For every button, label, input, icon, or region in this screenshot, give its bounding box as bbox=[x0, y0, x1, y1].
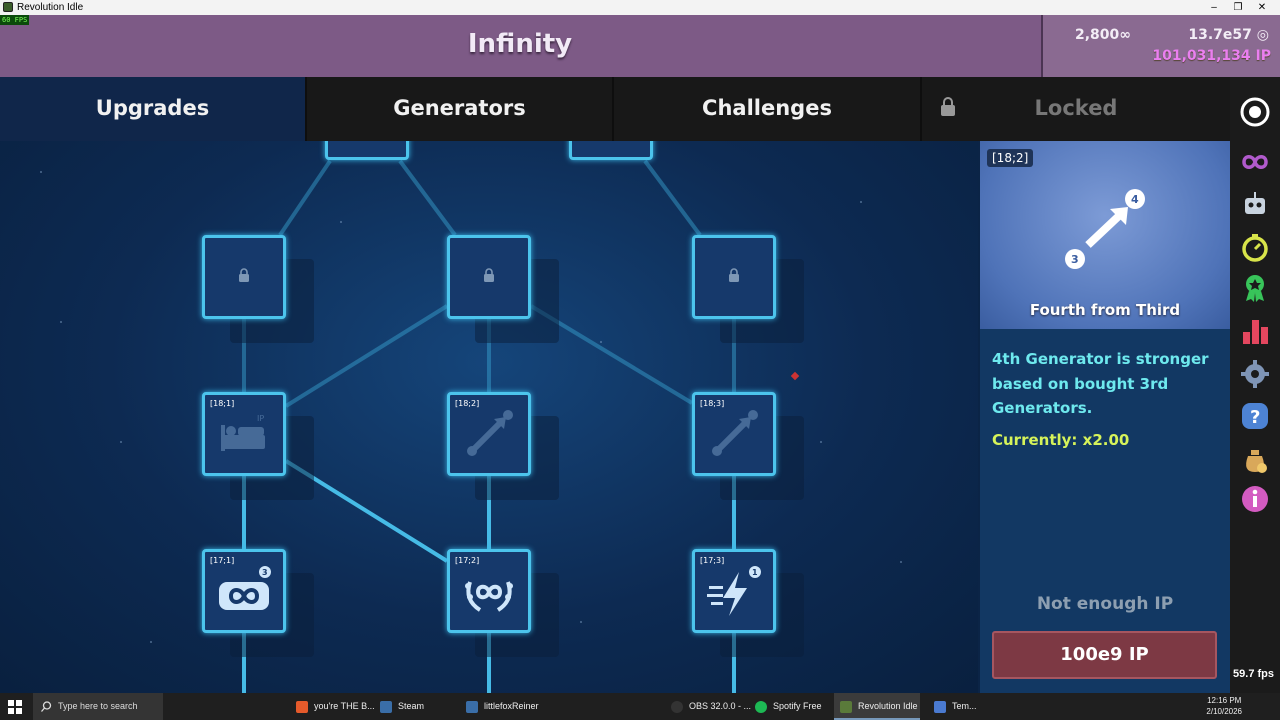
resource-panel: 2,800∞ 13.7e57 ◎ 101,031,134 IP bbox=[1041, 15, 1280, 77]
page-title: Infinity bbox=[467, 29, 573, 59]
windows-start-icon[interactable] bbox=[8, 700, 22, 714]
taskbar-item-temp[interactable]: Tem... bbox=[934, 693, 977, 720]
taskbar-search[interactable]: Type here to search bbox=[33, 693, 163, 720]
points-count: 13.7e57 ◎ bbox=[1188, 27, 1269, 43]
upgrade-node-18-2[interactable]: [18;2] bbox=[447, 392, 531, 476]
infinity-icon[interactable] bbox=[1240, 147, 1270, 177]
node-label: [18;2] bbox=[455, 399, 480, 408]
upgrade-node-locked[interactable] bbox=[447, 235, 531, 319]
settings-icon[interactable] bbox=[1240, 359, 1270, 389]
robot-icon[interactable] bbox=[1240, 189, 1270, 219]
node-label: [17;2] bbox=[455, 556, 480, 565]
stats-icon[interactable] bbox=[1240, 316, 1270, 346]
taskbar-item-spotify[interactable]: Spotify Free bbox=[755, 693, 822, 720]
target-icon: ◎ bbox=[1256, 27, 1269, 43]
upgrade-node-17-2[interactable]: [17;2] bbox=[447, 549, 531, 633]
upgrade-preview: [18;2] 3 4 Fourth from Third bbox=[980, 141, 1230, 329]
purchase-status: Not enough IP bbox=[1036, 594, 1174, 614]
target-icon[interactable] bbox=[1240, 97, 1270, 127]
info-icon[interactable] bbox=[1240, 484, 1270, 514]
tab-generators[interactable]: Generators bbox=[307, 77, 614, 141]
svg-text:1: 1 bbox=[752, 568, 758, 577]
thermometer-icon bbox=[934, 700, 946, 713]
tab-upgrades[interactable]: Upgrades bbox=[0, 77, 307, 141]
lock-icon bbox=[940, 97, 956, 117]
lock-icon bbox=[728, 268, 740, 282]
upgrade-node-locked[interactable] bbox=[692, 235, 776, 319]
upgrade-node-locked[interactable] bbox=[202, 235, 286, 319]
tab-locked[interactable]: Locked bbox=[922, 77, 1230, 141]
upgrade-node-partial[interactable] bbox=[569, 141, 653, 160]
header: Infinity 2,800∞ 13.7e57 ◎ 101,031,134 IP bbox=[0, 15, 1280, 77]
steam-icon bbox=[466, 700, 478, 713]
infinity-points: 101,031,134 IP bbox=[1152, 48, 1271, 64]
taskbar: Type here to search you're THE B... Stea… bbox=[0, 693, 1280, 720]
tab-bar: Upgrades Generators Challenges Locked bbox=[0, 77, 1230, 141]
taskbar-item-obs[interactable]: OBS 32.0.0 - ... bbox=[671, 693, 751, 720]
node-label: [18;3] bbox=[700, 399, 725, 408]
buy-upgrade-button[interactable]: 100e9 IP bbox=[992, 631, 1217, 679]
taskbar-item-browser[interactable]: you're THE B... bbox=[296, 693, 375, 720]
brave-icon bbox=[296, 700, 308, 713]
lock-icon bbox=[483, 268, 495, 282]
app-icon bbox=[840, 700, 852, 713]
svg-text:?: ? bbox=[1250, 407, 1260, 428]
award-icon[interactable] bbox=[1240, 273, 1270, 303]
upgrade-tree[interactable]: [18;1] IP [18;2] [18;3] [17;1] 3 [17;2] … bbox=[0, 141, 978, 693]
upgrade-node-18-3[interactable]: [18;3] bbox=[692, 392, 776, 476]
search-placeholder: Type here to search bbox=[58, 701, 138, 711]
svg-text:3: 3 bbox=[262, 568, 268, 577]
svg-text:IP: IP bbox=[257, 414, 264, 423]
laurel-infinity-icon bbox=[465, 581, 513, 612]
node-label: [17;1] bbox=[210, 556, 235, 565]
money-bag-icon[interactable] bbox=[1240, 444, 1270, 474]
generator-arrow-icon bbox=[712, 410, 758, 456]
upgrade-name: Fourth from Third bbox=[1029, 301, 1181, 319]
window-titlebar: Revolution Idle – ❐ ✕ bbox=[0, 0, 1280, 15]
right-sidebar: ? bbox=[1230, 77, 1280, 693]
obs-icon bbox=[671, 700, 683, 713]
taskbar-item-revolution-idle[interactable]: Revolution Idle bbox=[834, 693, 920, 720]
window-title: Revolution Idle bbox=[17, 2, 84, 13]
bed-icon: IP bbox=[221, 414, 265, 451]
node-label: [18;1] bbox=[210, 399, 235, 408]
upgrade-id-tag: [18;2] bbox=[987, 149, 1034, 167]
upgrade-node-partial[interactable] bbox=[325, 141, 409, 160]
fps-badge: 60 FPS bbox=[0, 15, 30, 25]
lightning-icon: 1 bbox=[707, 566, 761, 616]
upgrade-node-17-3[interactable]: [17;3] 1 bbox=[692, 549, 776, 633]
upgrade-node-18-1[interactable]: [18;1] IP bbox=[202, 392, 286, 476]
svg-text:4: 4 bbox=[1131, 193, 1139, 206]
maximize-button[interactable]: ❐ bbox=[1233, 2, 1243, 13]
tab-challenges[interactable]: Challenges bbox=[614, 77, 922, 141]
steam-icon bbox=[380, 700, 392, 713]
stopwatch-icon[interactable] bbox=[1240, 232, 1270, 262]
close-button[interactable]: ✕ bbox=[1257, 2, 1267, 13]
upgrade-description: 4th Generator is stronger based on bough… bbox=[992, 350, 1209, 417]
upgrade-current-effect: Currently: x2.00 bbox=[992, 431, 1130, 449]
minimize-button[interactable]: – bbox=[1211, 2, 1217, 13]
app-icon bbox=[3, 2, 13, 12]
help-icon[interactable]: ? bbox=[1240, 401, 1270, 431]
infinity-box-icon: 3 bbox=[219, 566, 271, 610]
node-label: [17;3] bbox=[700, 556, 725, 565]
spotify-icon bbox=[755, 700, 767, 713]
infinities-count: 2,800∞ bbox=[1075, 27, 1131, 43]
fps-counter: 59.7 fps bbox=[1233, 668, 1274, 680]
svg-text:3: 3 bbox=[1071, 253, 1079, 266]
taskbar-item-steam-user[interactable]: littlefoxReiner bbox=[466, 693, 539, 720]
generator-arrow-icon bbox=[467, 410, 513, 456]
tab-locked-label: Locked bbox=[1034, 96, 1118, 120]
upgrade-detail-panel: [18;2] 3 4 Fourth from Third 4th Generat… bbox=[978, 141, 1230, 693]
upgrade-node-17-1[interactable]: [17;1] 3 bbox=[202, 549, 286, 633]
taskbar-item-steam[interactable]: Steam bbox=[380, 693, 424, 720]
generator-arrow-icon: 3 4 bbox=[1065, 189, 1145, 269]
lock-icon bbox=[238, 268, 250, 282]
search-icon bbox=[41, 701, 52, 712]
